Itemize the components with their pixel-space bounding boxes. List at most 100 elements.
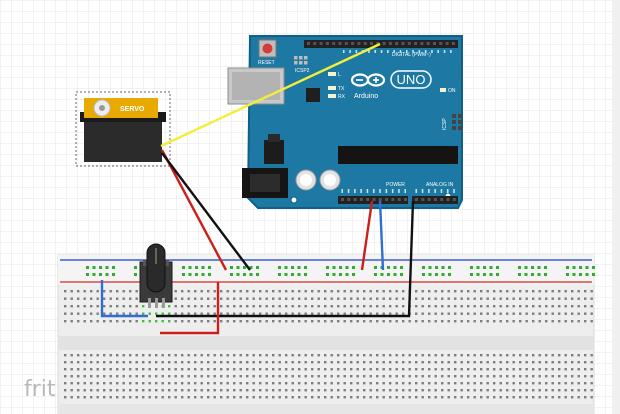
terminal-hole [493,361,496,364]
terminal-hole [70,396,73,399]
terminal-hole [343,368,346,371]
terminal-hole [77,312,80,315]
terminal-hole [135,396,138,399]
terminal-hole [122,354,125,357]
terminal-hole [577,320,580,323]
voltage-regulator [264,140,284,164]
terminal-hole [480,354,483,357]
terminal-hole [467,290,470,293]
terminal-hole [493,382,496,385]
terminal-hole [304,396,307,399]
terminal-hole [103,305,106,308]
terminal-hole [590,361,593,364]
icsp-pin [452,114,456,118]
terminal-hole [181,382,184,385]
terminal-hole [168,354,171,357]
rail-hole [339,266,342,269]
terminal-hole [402,396,405,399]
terminal-hole [298,382,301,385]
terminal-hole [369,312,372,315]
terminal-hole [363,354,366,357]
terminal-hole [155,320,158,323]
terminal-hole [519,312,522,315]
terminal-hole [350,297,353,300]
pin-label-tick [368,50,370,53]
terminal-hole [168,305,171,308]
terminal-hole [337,375,340,378]
icsp-pin [452,120,456,124]
terminal-hole [480,312,483,315]
terminal-hole [135,389,138,392]
terminal-hole [454,375,457,378]
header-pin [319,42,323,45]
rail-hole [441,273,445,276]
terminal-hole [538,382,541,385]
pin-label-tick [393,50,395,53]
terminal-hole [265,305,268,308]
terminal-hole [265,389,268,392]
terminal-hole [181,320,184,323]
terminal-hole [226,382,229,385]
terminal-hole [356,297,359,300]
terminal-hole [64,354,67,357]
rail-hole [297,273,301,276]
terminal-hole [473,312,476,315]
terminal-hole [304,312,307,315]
terminal-hole [233,382,236,385]
header-pin [353,198,357,201]
terminal-hole [460,396,463,399]
terminal-hole [311,290,314,293]
terminal-hole [473,396,476,399]
terminal-hole [558,361,561,364]
digital-pins [307,42,455,45]
rail-hole [249,273,253,276]
terminal-hole [265,354,268,357]
terminal-hole [395,297,398,300]
terminal-hole [311,382,314,385]
rail-hole [470,266,473,269]
terminal-hole [148,389,151,392]
terminal-hole [421,354,424,357]
terminal-hole [252,368,255,371]
terminal-hole [350,354,353,357]
terminal-hole [558,382,561,385]
terminal-hole [291,312,294,315]
terminal-hole [252,312,255,315]
terminal-hole [116,389,119,392]
terminal-hole [148,368,151,371]
terminal-hole [441,375,444,378]
rail-hole [182,266,185,269]
terminal-hole [512,354,515,357]
terminal-hole [441,361,444,364]
terminal-hole [272,290,275,293]
breadboard-center-channel [58,336,594,350]
terminal-hole [454,389,457,392]
terminal-hole [382,305,385,308]
servo-signal-wire [160,42,381,148]
terminal-hole [486,382,489,385]
rail-hole [476,266,480,269]
terminal-hole [148,361,151,364]
pin-label-tick [366,189,369,193]
header-pin [451,42,455,45]
terminal-hole [350,290,353,293]
terminal-hole [376,297,379,300]
terminal-hole [408,389,411,392]
terminal-hole [506,375,509,378]
rail-hole [243,266,246,269]
terminal-hole [389,361,392,364]
terminal-hole [382,354,385,357]
terminal-hole [246,396,249,399]
terminal-hole [382,389,385,392]
terminal-hole [590,305,593,308]
terminal-hole [161,375,164,378]
terminal-hole [109,354,112,357]
terminal-hole [298,375,301,378]
terminal-hole [278,389,281,392]
terminal-hole [506,361,509,364]
terminal-hole [298,305,301,308]
pin-label-tick [374,50,376,53]
terminal-hole [519,368,522,371]
terminal-hole [187,354,190,357]
terminal-hole [90,382,93,385]
